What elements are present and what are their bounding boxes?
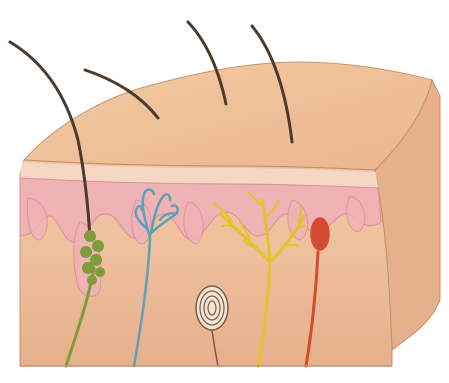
red-corpuscle — [311, 218, 329, 250]
skin-surface-top — [24, 62, 432, 170]
